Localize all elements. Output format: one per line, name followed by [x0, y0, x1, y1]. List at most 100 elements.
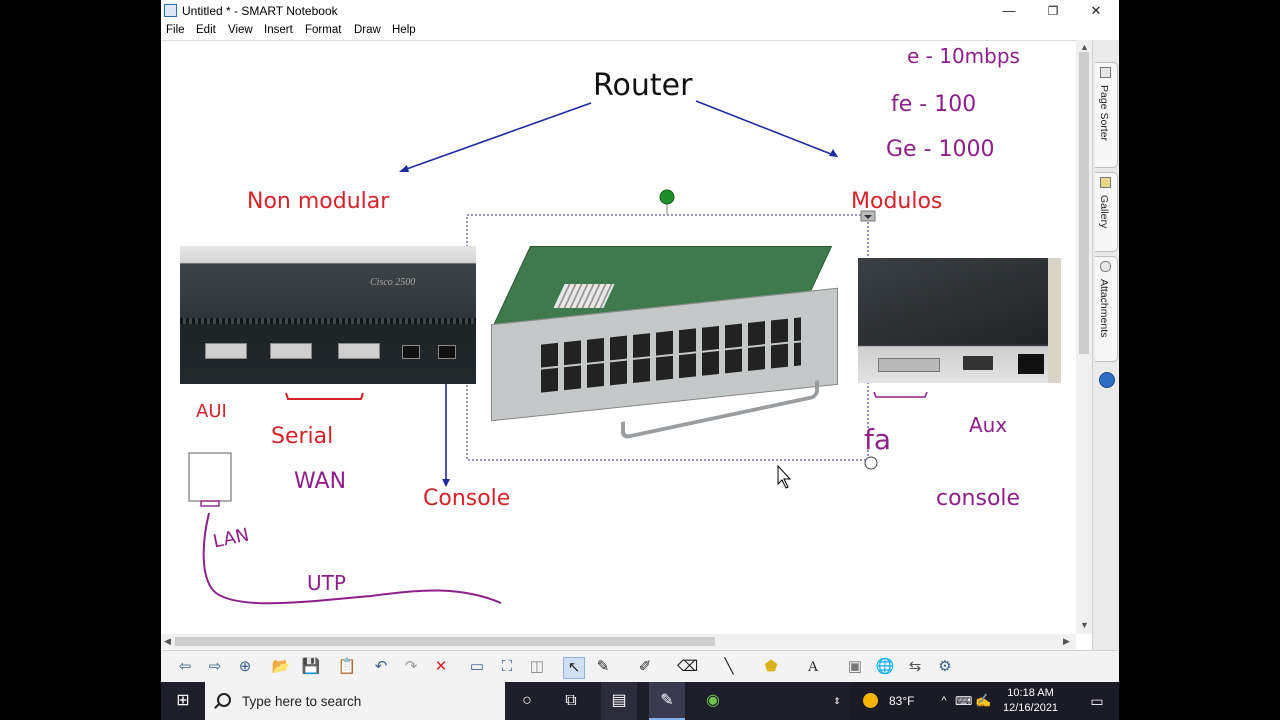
screen-shade-icon[interactable]: ▭: [469, 658, 485, 675]
menu-bar: File Edit View Insert Format Draw Help: [161, 22, 1119, 40]
resize-handle: [864, 456, 878, 470]
fa-bracket: [873, 391, 928, 398]
mouse-cursor: [777, 464, 792, 489]
windows-start-icon[interactable]: ⊞: [176, 692, 190, 709]
tab-page-sorter[interactable]: Page Sorter: [1095, 62, 1118, 168]
clock[interactable]: 10:18 AM 12/16/2021: [1003, 686, 1058, 716]
lan-device: [188, 452, 232, 502]
paste-icon[interactable]: 📋: [337, 658, 357, 675]
full-screen-icon[interactable]: ⛶: [501, 658, 513, 675]
menu-draw[interactable]: Draw: [354, 24, 381, 36]
windows-taskbar: ⊞ Type here to search ○ ⧉ ▤ ✎ ◉ ⇕ 83°F ^…: [161, 682, 1119, 720]
menu-file[interactable]: File: [166, 24, 185, 36]
menu-edit[interactable]: Edit: [196, 24, 216, 36]
smart-tools-app-icon[interactable]: ◉: [706, 692, 720, 709]
shapes-tool-icon[interactable]: ⬟: [764, 658, 778, 675]
label-aui: AUI: [196, 401, 227, 422]
add-page-icon[interactable]: ⊕: [238, 658, 252, 675]
globe-icon[interactable]: 🌐: [875, 658, 895, 675]
app-icon: [164, 4, 177, 17]
restore-button[interactable]: ❐: [1047, 4, 1059, 18]
line-tool-icon[interactable]: ╲: [724, 658, 734, 675]
arrow-right-head: [829, 149, 838, 157]
tab-attachments[interactable]: Attachments: [1095, 256, 1118, 362]
scroll-down-icon[interactable]: ▼: [1080, 620, 1089, 630]
horizontal-scroll-thumb[interactable]: [175, 637, 715, 646]
rotate-handle: [659, 189, 675, 205]
open-folder-icon[interactable]: 📂: [271, 658, 291, 675]
pen-tool-icon[interactable]: ✎: [596, 658, 610, 675]
speed-ethernet: e - 10mbps: [907, 44, 1020, 68]
module-card-photo[interactable]: [481, 236, 846, 446]
nonmodular-heading: Non modular: [247, 189, 390, 214]
window-title: Untitled * - SMART Notebook: [182, 4, 338, 18]
scroll-right-icon[interactable]: ▶: [1063, 636, 1070, 646]
label-wan: WAN: [294, 469, 347, 494]
close-button[interactable]: ✕: [1090, 3, 1102, 18]
customize-icon[interactable]: ⚙: [938, 658, 952, 675]
previous-page-icon[interactable]: ⇦: [178, 658, 192, 675]
eraser-icon[interactable]: ⌫: [677, 658, 699, 675]
show-hidden-icons[interactable]: ^: [941, 695, 947, 707]
delete-icon[interactable]: ✕: [434, 658, 448, 675]
cortana-icon[interactable]: ○: [522, 692, 532, 709]
serial-bracket: [285, 392, 364, 400]
clock-time: 10:18 AM: [1007, 687, 1054, 699]
modular-heading: Modulos: [851, 189, 943, 214]
taskbar-scroll-icon[interactable]: ⇕: [833, 696, 841, 706]
scroll-up-icon[interactable]: ▲: [1080, 42, 1089, 52]
arrow-left-stroke: [400, 102, 592, 172]
help-circle-icon[interactable]: [1099, 372, 1115, 388]
whiteboard-canvas[interactable]: Cisco 2500 Router Non modular Modulos e …: [161, 40, 1076, 635]
speed-fast-ethernet: fe - 100: [891, 92, 977, 117]
paperclip-icon: [1100, 261, 1111, 272]
menu-help[interactable]: Help: [392, 24, 416, 36]
menu-view[interactable]: View: [228, 24, 253, 36]
router-brand-label: Cisco 2500: [370, 277, 416, 288]
router-title: Router: [593, 68, 693, 103]
pen-input-icon[interactable]: ✍: [975, 693, 992, 708]
label-console-left: Console: [423, 486, 511, 511]
creative-pen-icon[interactable]: ✐: [638, 658, 652, 675]
smart-notebook-app-icon[interactable]: ✎: [649, 682, 685, 720]
save-icon[interactable]: 💾: [301, 658, 321, 675]
terminal-app-icon[interactable]: ▤: [601, 682, 637, 720]
vertical-scroll-thumb[interactable]: [1079, 52, 1089, 354]
page-sorter-icon: [1100, 67, 1111, 78]
menu-insert[interactable]: Insert: [264, 24, 293, 36]
tab-page-sorter-label: Page Sorter: [1098, 85, 1110, 142]
scroll-left-icon[interactable]: ◀: [164, 636, 171, 646]
tab-gallery-label: Gallery: [1098, 195, 1110, 229]
properties-icon[interactable]: ▣: [847, 658, 863, 675]
text-tool-icon[interactable]: A: [807, 659, 819, 675]
clock-date: 12/16/2021: [1003, 702, 1059, 714]
smart-notebook-window: Untitled * - SMART Notebook — ❐ ✕ File E…: [161, 0, 1119, 720]
redo-icon[interactable]: ↷: [404, 658, 418, 675]
notifications-icon[interactable]: ▭: [1090, 693, 1104, 709]
label-serial: Serial: [271, 424, 334, 449]
taskbar-search[interactable]: Type here to search: [205, 682, 505, 720]
task-view-icon[interactable]: ⧉: [565, 692, 577, 709]
undo-icon[interactable]: ↶: [374, 658, 388, 675]
select-tool-icon[interactable]: ↖: [563, 657, 585, 679]
horizontal-scrollbar[interactable]: ◀ ▶: [161, 634, 1076, 649]
capture-icon[interactable]: ◫: [529, 658, 545, 675]
bottom-toolbar: ⇦ ⇨ ⊕ 📂 💾 📋 ↶ ↷ ✕ ▭ ⛶ ◫ ↖ ✎ ✐ ⌫ ╲ ⬟ A ▣ …: [161, 650, 1119, 683]
weather-icon[interactable]: [863, 693, 878, 708]
console-arrow-head: [442, 479, 450, 487]
modular-router-photo[interactable]: [858, 258, 1061, 383]
next-page-icon[interactable]: ⇨: [208, 658, 222, 675]
arrow-left-head: [399, 165, 409, 172]
tab-attachments-label: Attachments: [1098, 279, 1110, 338]
system-tray: 83°F ^ ⌨ ✍ 10:18 AM 12/16/2021 ▭: [851, 682, 1119, 720]
network-icon[interactable]: ⌨: [955, 694, 973, 708]
toolbar-move-icon[interactable]: ⇆: [908, 658, 922, 675]
vertical-scrollbar[interactable]: ▲ ▼: [1076, 40, 1092, 634]
utp-cable: [202, 512, 502, 605]
search-placeholder: Type here to search: [242, 694, 362, 709]
menu-format[interactable]: Format: [305, 24, 342, 36]
minimize-button[interactable]: —: [1002, 3, 1016, 18]
temperature: 83°F: [889, 694, 915, 708]
tab-gallery[interactable]: Gallery: [1095, 172, 1118, 252]
nonmodular-router-photo[interactable]: Cisco 2500: [180, 246, 476, 384]
